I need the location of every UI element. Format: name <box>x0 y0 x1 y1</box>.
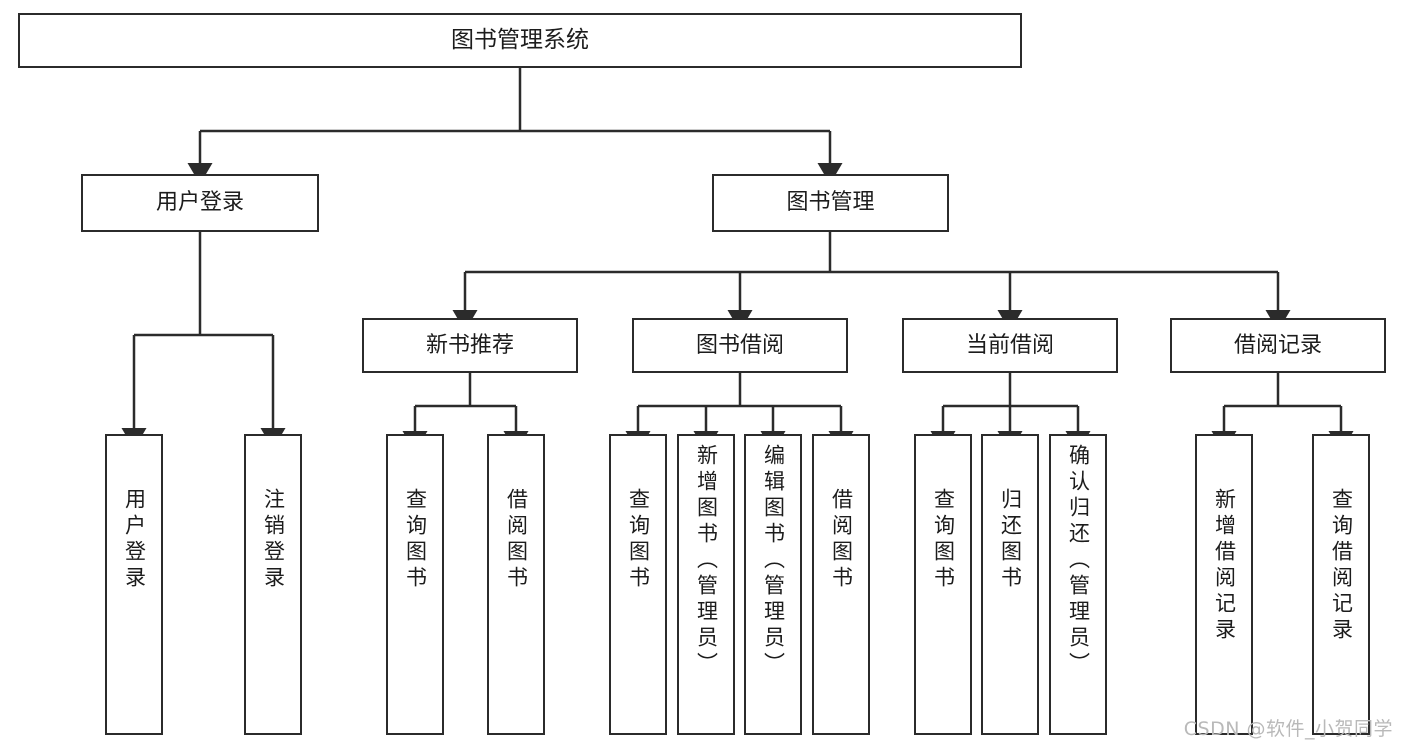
node-leaf-borrow-book-1[interactable]: 借阅图书 <box>487 434 545 735</box>
node-leaf-edit-book-label: 编辑图书（管理员） <box>761 444 786 678</box>
node-leaf-query-book-3[interactable]: 查询图书 <box>914 434 972 735</box>
node-book-management[interactable]: 图书管理 <box>712 174 949 232</box>
node-new-book-recommend[interactable]: 新书推荐 <box>362 318 578 373</box>
node-new-book-recommend-label: 新书推荐 <box>425 332 514 358</box>
node-leaf-confirm-return[interactable]: 确认归还（管理员） <box>1049 434 1107 735</box>
node-leaf-borrow-book-2-label: 借阅图书 <box>829 488 854 592</box>
node-leaf-query-book-2-label: 查询图书 <box>626 488 651 592</box>
node-leaf-add-book[interactable]: 新增图书（管理员） <box>677 434 735 735</box>
node-leaf-query-book-1-label: 查询图书 <box>403 488 428 592</box>
node-leaf-query-book-1[interactable]: 查询图书 <box>386 434 444 735</box>
node-leaf-query-book-2[interactable]: 查询图书 <box>609 434 667 735</box>
node-leaf-edit-book[interactable]: 编辑图书（管理员） <box>744 434 802 735</box>
node-current-borrow-label: 当前借阅 <box>965 332 1054 358</box>
node-book-borrow[interactable]: 图书借阅 <box>632 318 848 373</box>
node-borrow-record[interactable]: 借阅记录 <box>1170 318 1386 373</box>
node-leaf-user-login-label: 用户登录 <box>122 488 147 592</box>
node-leaf-return-book-label: 归还图书 <box>998 488 1023 592</box>
node-root-label: 图书管理系统 <box>451 27 589 54</box>
node-leaf-add-record-label: 新增借阅记录 <box>1212 488 1237 644</box>
node-leaf-user-logout[interactable]: 注销登录 <box>244 434 302 735</box>
node-leaf-query-book-3-label: 查询图书 <box>931 488 956 592</box>
node-borrow-record-label: 借阅记录 <box>1233 332 1322 358</box>
node-leaf-return-book[interactable]: 归还图书 <box>981 434 1039 735</box>
node-leaf-query-record-label: 查询借阅记录 <box>1329 488 1354 644</box>
node-user-login-label: 用户登录 <box>155 190 244 216</box>
node-leaf-confirm-return-label: 确认归还（管理员） <box>1066 444 1091 678</box>
node-leaf-add-record[interactable]: 新增借阅记录 <box>1195 434 1253 735</box>
node-leaf-query-record[interactable]: 查询借阅记录 <box>1312 434 1370 735</box>
node-book-management-label: 图书管理 <box>786 190 875 216</box>
node-user-login[interactable]: 用户登录 <box>81 174 319 232</box>
node-root[interactable]: 图书管理系统 <box>18 13 1022 68</box>
node-leaf-user-login[interactable]: 用户登录 <box>105 434 163 735</box>
node-leaf-user-logout-label: 注销登录 <box>261 488 286 592</box>
node-leaf-borrow-book-2[interactable]: 借阅图书 <box>812 434 870 735</box>
node-leaf-add-book-label: 新增图书（管理员） <box>694 444 719 678</box>
node-leaf-borrow-book-1-label: 借阅图书 <box>504 488 529 592</box>
node-book-borrow-label: 图书借阅 <box>695 332 784 358</box>
node-current-borrow[interactable]: 当前借阅 <box>902 318 1118 373</box>
